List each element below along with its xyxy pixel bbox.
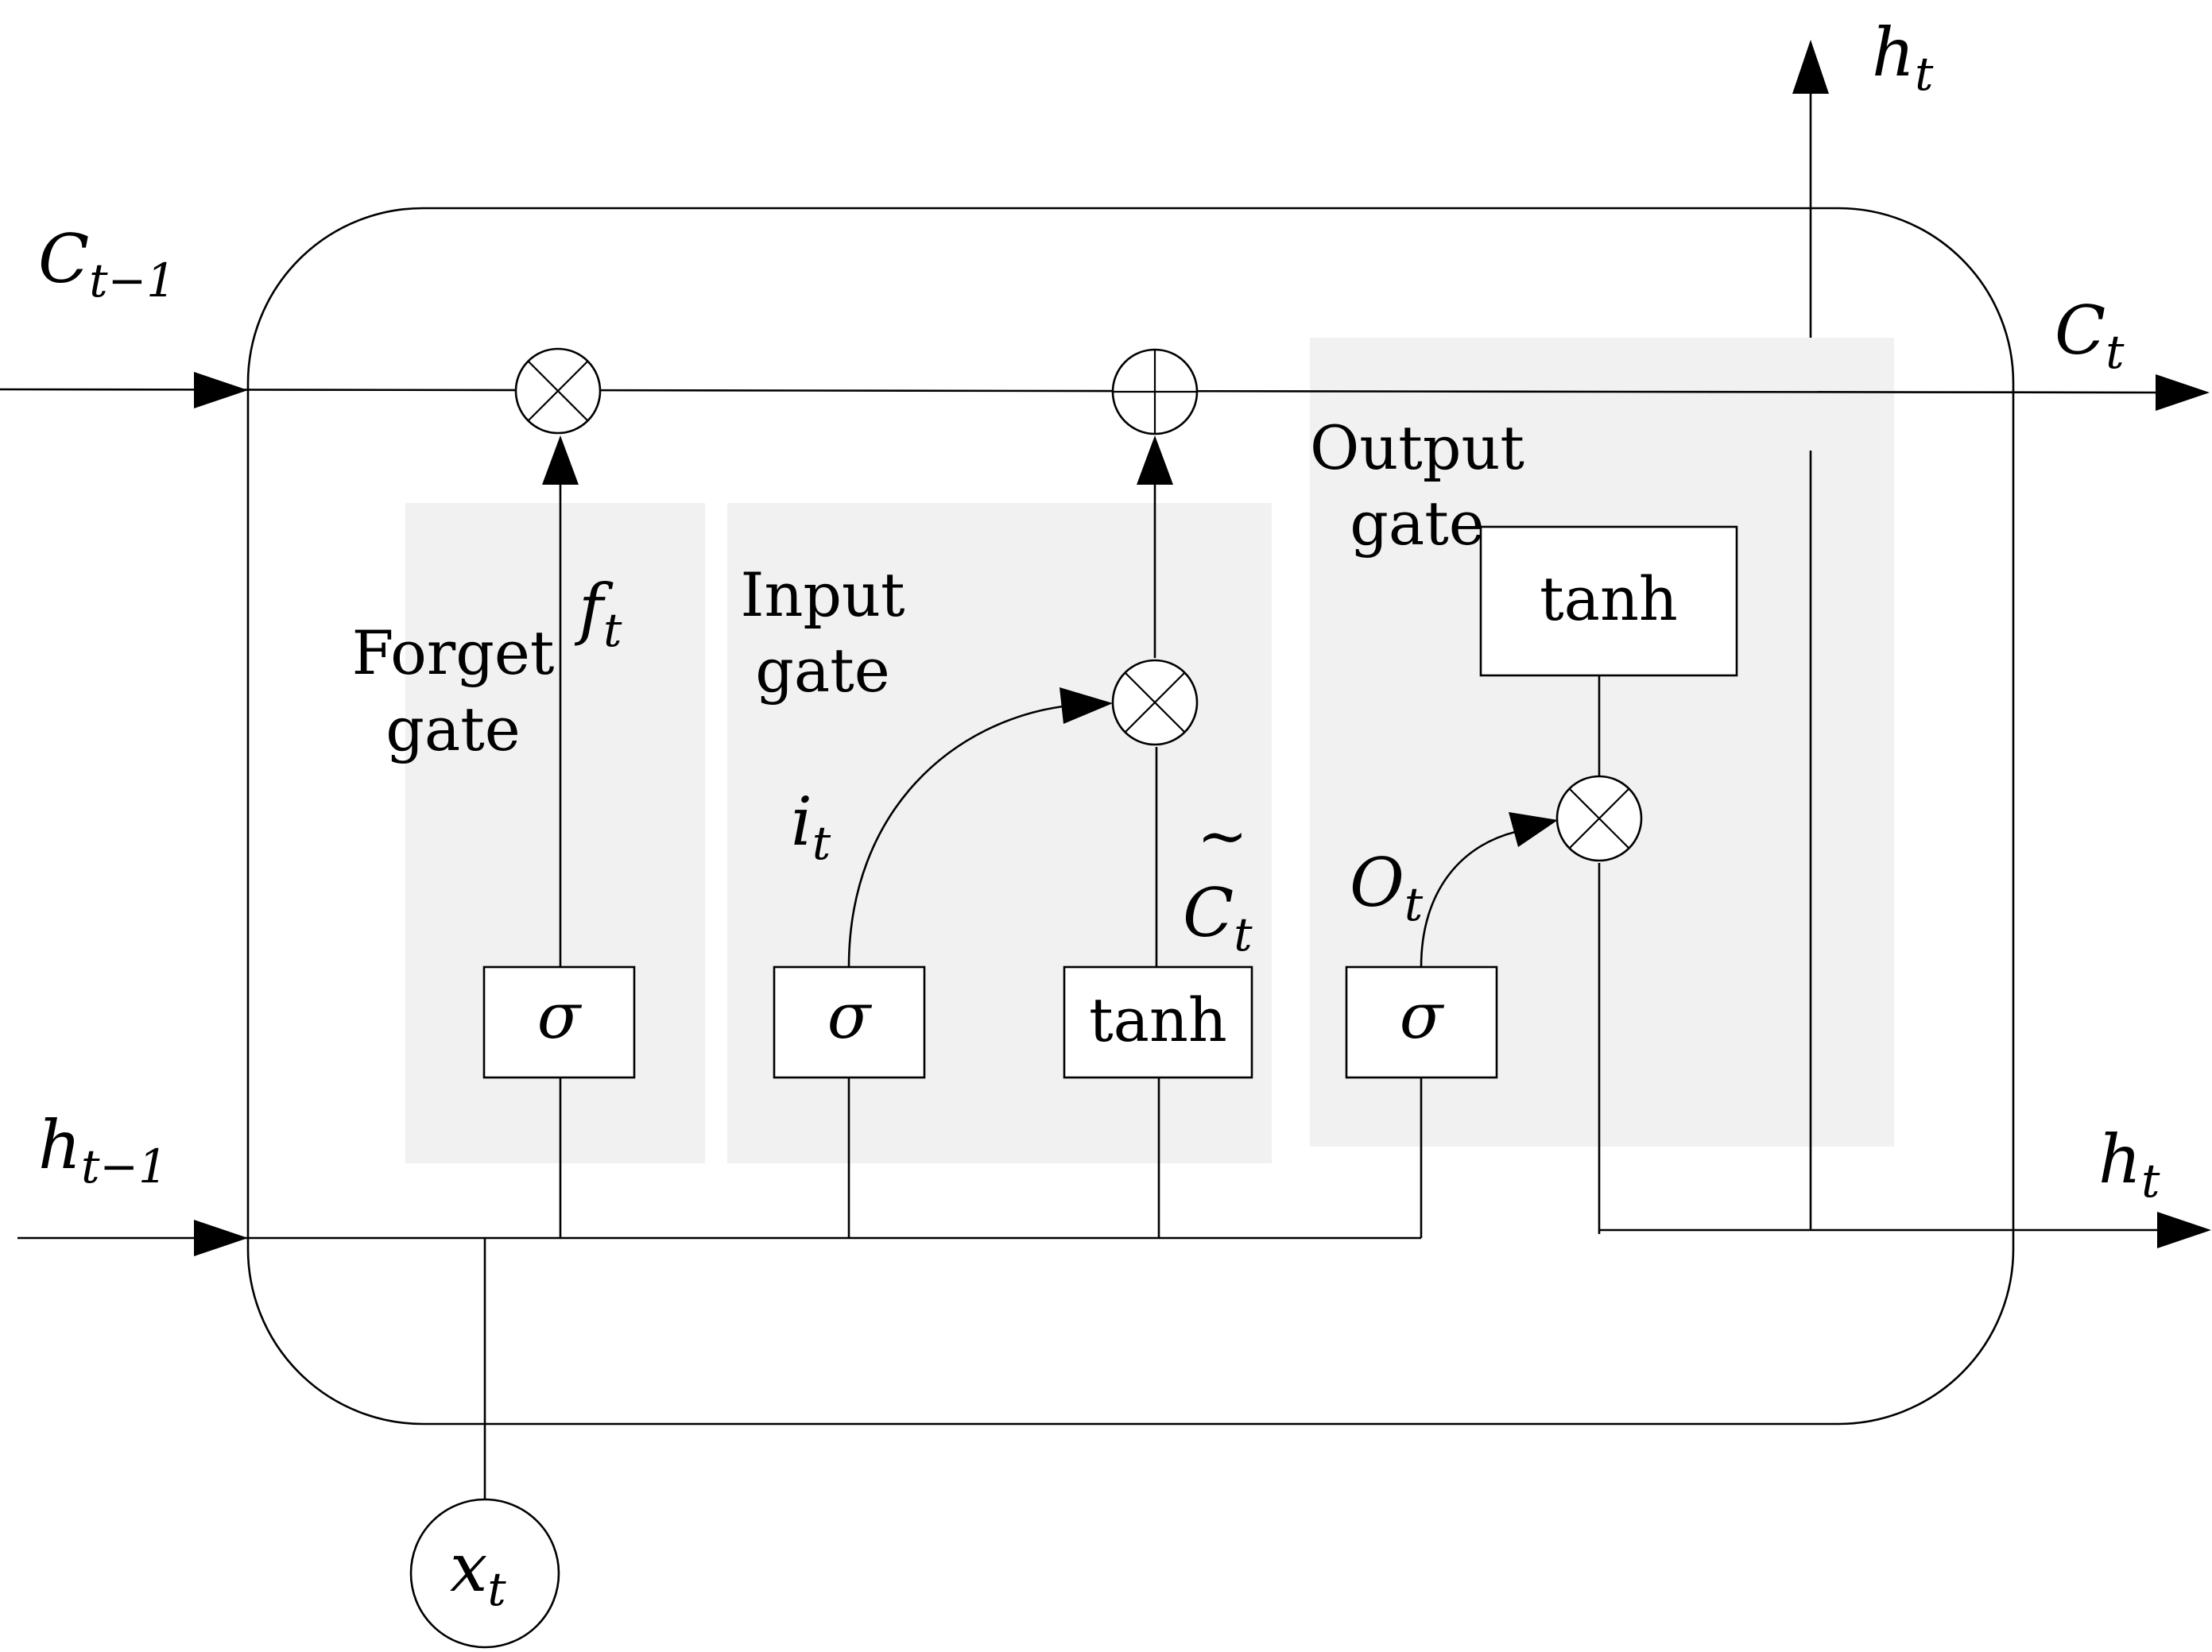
forget-gate-label-line1: Forget (352, 617, 555, 688)
i-t-curve (847, 704, 1070, 968)
cell-add-op (1111, 348, 1199, 435)
f-t-arrowhead (542, 435, 579, 485)
x-t-node (409, 1498, 560, 1649)
output-tanh-box: tanh (1479, 525, 1738, 677)
c-prev-label: Ct−1 (38, 220, 176, 308)
h-prev-arrowhead (194, 1220, 248, 1256)
output-gate-label-line1: Output (1310, 412, 1524, 483)
output-gate-label-line2: gate (1350, 488, 1484, 559)
c-tilde-accent: ~ (1197, 800, 1248, 871)
c-t-arrowhead (2156, 374, 2210, 411)
output-multiply-op (1555, 775, 1643, 862)
o-t-arrowhead (1509, 812, 1558, 847)
input-tanh-box: tanh (1063, 965, 1253, 1079)
input-multiply-op (1111, 659, 1199, 746)
input-gate-label-line1: Input (740, 559, 905, 630)
output-sigma-label: σ (1400, 979, 1445, 1053)
i-t-arrowhead (1060, 687, 1113, 724)
x-t-label: xt (450, 1529, 506, 1616)
i-t-label: it (791, 783, 831, 870)
h-t-out-label: ht (2098, 1120, 2160, 1208)
forget-gate-label-line2: gate (385, 694, 520, 764)
c-t-label: Ct (2055, 292, 2125, 379)
input-gate-label-line2: gate (755, 635, 889, 706)
input-product-arrowhead (1137, 435, 1173, 485)
input-sigma-box: σ (773, 965, 926, 1079)
forget-sigma-label: σ (537, 979, 583, 1053)
input-tanh-label: tanh (1089, 985, 1227, 1055)
h-t-up-arrowhead (1792, 40, 1829, 94)
cell-boundary (246, 207, 2015, 1426)
output-sigma-box: σ (1345, 965, 1498, 1079)
h-t-arrowhead (2157, 1212, 2211, 1248)
o-t-curve (1420, 829, 1523, 968)
input-sigma-label: σ (827, 979, 873, 1053)
forget-multiply-op (514, 347, 602, 435)
c-prev-arrowhead (194, 372, 248, 408)
c-tilde-label: Ct (1183, 874, 1253, 961)
forget-sigma-box: σ (482, 965, 636, 1079)
o-t-label: Ot (1350, 844, 1424, 931)
cell-state-line (0, 388, 2163, 394)
h-prev-label: ht−1 (38, 1106, 168, 1194)
output-tanh-label: tanh (1540, 563, 1678, 634)
h-t-top-label: ht (1872, 14, 1934, 101)
